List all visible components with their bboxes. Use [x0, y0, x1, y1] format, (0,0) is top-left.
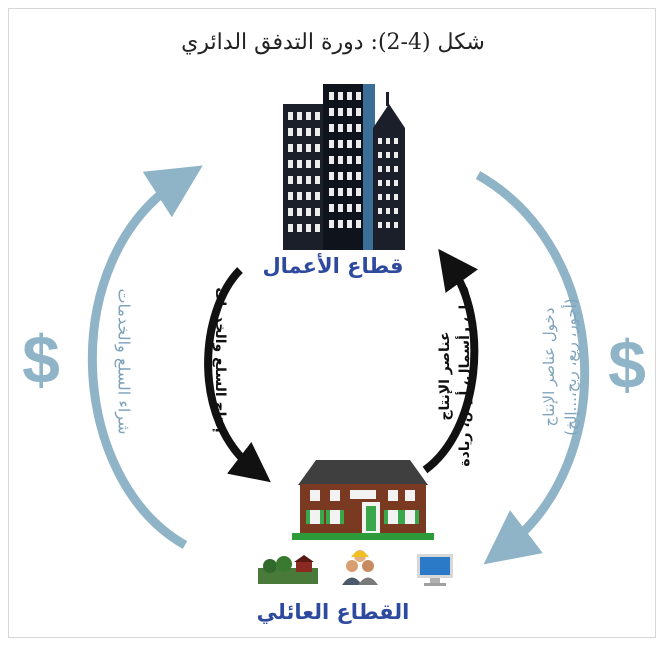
computer-icon	[417, 554, 453, 586]
goods-production-text: إنتاج السلع والخدمات	[212, 287, 228, 433]
income-line1: دخول عناصر الإنتاج	[540, 307, 558, 427]
inner-right-arrow	[422, 248, 479, 474]
buy-goods-text: شراء السلع والخدمات	[114, 288, 134, 435]
house-icon	[292, 460, 434, 540]
goods-production-label: إنتاج السلع والخدمات	[212, 270, 228, 450]
outer-left-arrow	[87, 165, 203, 549]
outer-right-arrow	[475, 171, 590, 565]
business-sector-label: قطاع الأعمال	[262, 254, 404, 278]
income-line2: (أجور، ريع، ربح،...إلخ)	[562, 298, 580, 436]
dollar-sign-left: $	[22, 322, 60, 398]
farm-icon	[258, 555, 318, 584]
people-icon	[342, 550, 378, 585]
figure-frame	[8, 8, 656, 638]
factors-line1: عناصر الإنتاج	[437, 331, 453, 421]
factors-line2: عمل، رأسمال، أرض، ريادة	[457, 285, 473, 467]
buy-goods-label: شراء السلع والخدمات	[115, 252, 134, 472]
factors-label: عناصر الإنتاج عمل، رأسمال، أرض، ريادة	[435, 266, 475, 486]
household-sector-label: القطاع العائلي	[256, 600, 410, 624]
dollar-sign-right: $	[608, 327, 646, 403]
inner-left-arrow	[204, 267, 271, 483]
figure-title: شكل (4-2): دورة التدفق الدائري	[181, 30, 485, 55]
business-buildings-icon	[283, 84, 405, 250]
income-label: دخول عناصر الإنتاج (أجور، ريع، ربح،...إل…	[538, 267, 582, 467]
